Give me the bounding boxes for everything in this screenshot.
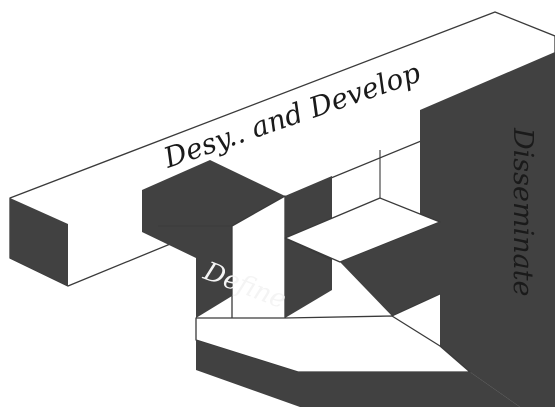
disseminate-label: Disseminate xyxy=(507,127,538,297)
